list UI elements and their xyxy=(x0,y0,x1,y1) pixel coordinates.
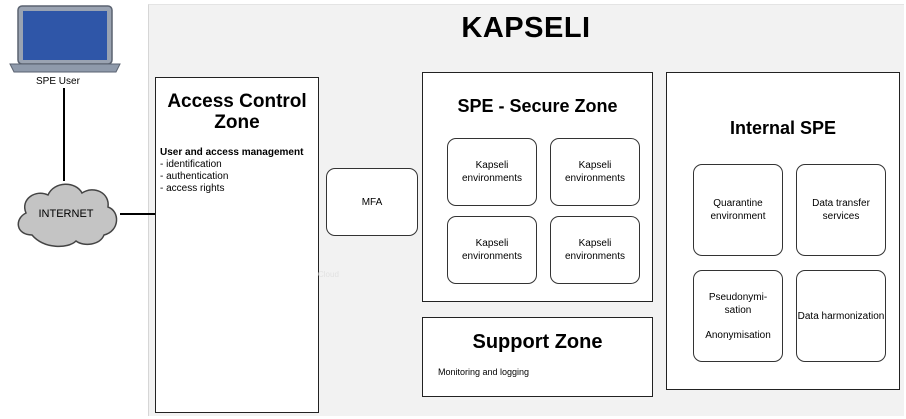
mfa-label: MFA xyxy=(361,196,383,208)
access-item: - authentication xyxy=(160,171,229,182)
internet-label: INTERNET xyxy=(38,208,94,220)
pseudonymisation-box: Pseudonymi-sation Anonymisation xyxy=(693,270,783,362)
data-transfer-label: Data transfer services xyxy=(812,198,870,222)
mfa-box: MFA xyxy=(326,168,418,236)
data-transfer-box: Data transfer services xyxy=(796,164,886,256)
access-item: - access rights xyxy=(160,183,225,194)
access-subtitle: User and access management xyxy=(160,147,304,158)
env-label: Kapseli environments xyxy=(564,160,626,184)
diagram-title: KAPSELI xyxy=(461,12,591,44)
pseudonym-label: Pseudonymi-sation xyxy=(708,291,768,316)
kapseli-environment-box: Kapseli environments xyxy=(550,216,640,284)
support-zone-title: Support Zone xyxy=(472,331,603,353)
harmonization-box: Data harmonization xyxy=(796,270,886,362)
harmonization-label: Data harmonization xyxy=(797,310,885,322)
kapseli-environment-box: Kapseli environments xyxy=(447,216,537,284)
connector-internet-access xyxy=(120,213,156,215)
internal-spe-title: Internal SPE xyxy=(729,118,837,138)
env-label: Kapseli environments xyxy=(564,238,626,262)
support-zone xyxy=(422,317,653,397)
access-control-zone xyxy=(155,77,319,413)
faint-label: Cloud xyxy=(318,270,339,279)
laptop-icon xyxy=(9,5,121,73)
kapseli-environment-box: Kapseli environments xyxy=(447,138,537,206)
support-zone-text: Monitoring and logging xyxy=(438,367,530,377)
cloud-icon xyxy=(17,183,118,248)
quarantine-box: Quarantine environment xyxy=(693,164,783,256)
secure-zone-title: SPE - Secure Zone xyxy=(457,96,618,116)
spe-user-label: SPE User xyxy=(36,76,80,87)
env-label: Kapseli environments xyxy=(461,238,523,262)
access-item: - identification xyxy=(160,159,222,170)
connector-user-internet xyxy=(63,88,65,181)
access-control-title: Access Control Zone xyxy=(167,91,307,133)
quarantine-label: Quarantine environment xyxy=(710,198,766,222)
env-label: Kapseli environments xyxy=(461,160,523,184)
anonym-label: Anonymisation xyxy=(705,329,771,341)
kapseli-environment-box: Kapseli environments xyxy=(550,138,640,206)
